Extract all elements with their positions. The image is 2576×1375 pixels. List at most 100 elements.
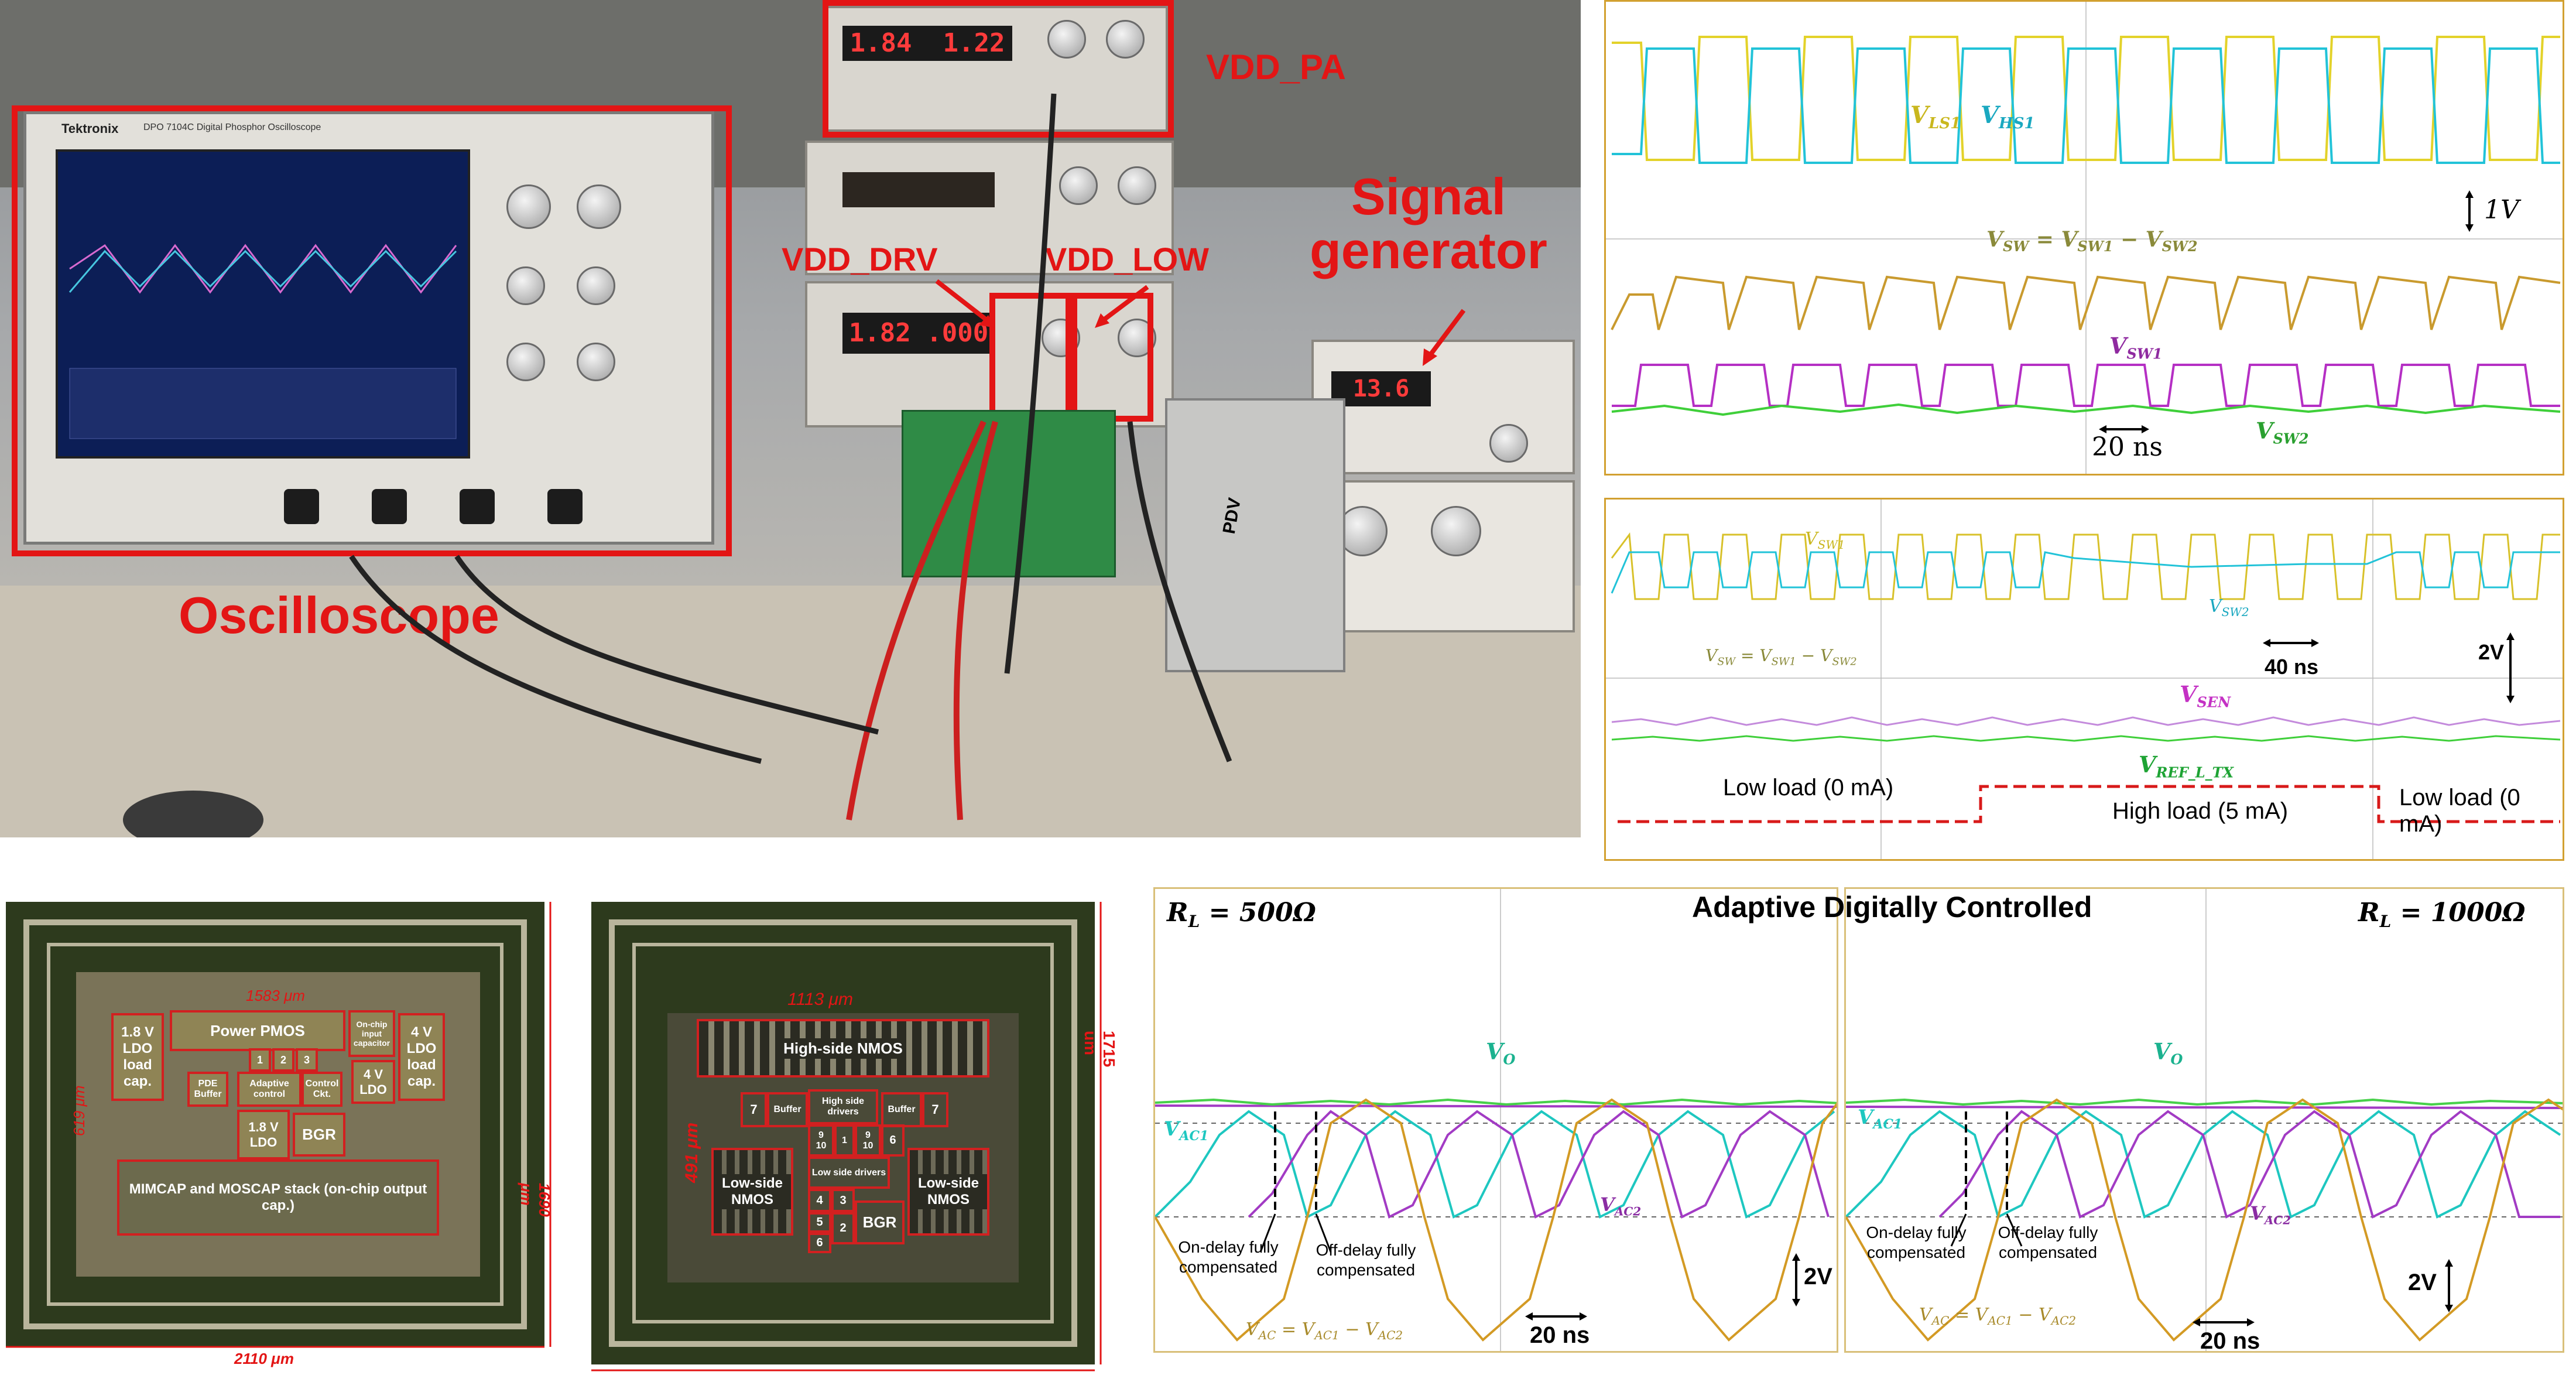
scope-knob[interactable]: [506, 343, 545, 381]
scope-knob[interactable]: [577, 343, 615, 381]
block-ldo-1p8v: 1.8 V LDO: [237, 1110, 290, 1159]
power-supply-pa: 1.84 1.22: [823, 6, 1168, 132]
psu-pa-display-left: 1.84: [849, 28, 912, 58]
block-bgr: BGR: [855, 1200, 905, 1244]
label-v-ac1: VAC1: [1164, 1117, 1209, 1144]
rl-right-label: RL = 1000Ω: [2358, 898, 2526, 931]
scope-knob[interactable]: [577, 266, 615, 305]
scale-voltage-2v: 2V: [2408, 1270, 2437, 1295]
scope-screen-waves: [68, 244, 457, 439]
die1-dim-lines: [6, 902, 551, 1348]
scale-time-20ns: 20 ns: [2200, 1328, 2260, 1353]
block-high-side-drivers: High side drivers: [808, 1089, 878, 1124]
scope-knob[interactable]: [577, 184, 621, 229]
die1-image: 1.8 V LDO load cap. Power PMOS On-chip i…: [6, 902, 544, 1347]
lab-setup-photo: Tektronix DPO 7104C Digital Phosphor Osc…: [0, 0, 1581, 837]
label-v-ref-l-tx: VREF_L_TX: [2139, 751, 2234, 781]
on-delay-annotation: On-delay fully compensated: [1866, 1223, 1967, 1261]
seal-ring-inner: [47, 943, 503, 1306]
block-low-side-nmos-right: Low-side NMOS: [907, 1148, 989, 1236]
label-v-ac-equation: VAC = VAC1 − VAC2: [1919, 1305, 2077, 1328]
low-load-label-right: Low load (0 mA): [2399, 785, 2520, 837]
label-v-sw-equation: VSW = VSW1 − VSW2: [1705, 646, 1857, 668]
label-v-o: VO: [1486, 1038, 1516, 1068]
vdd-pa-label: VDD_PA: [1206, 47, 1346, 87]
probe-connector: [460, 489, 495, 524]
scope-brand: Tektronix: [61, 121, 119, 136]
scope-model: DPO 7104C Digital Phosphor Oscilloscope: [143, 122, 321, 132]
label-v-hs1: VHS1: [1981, 101, 2035, 132]
seal-ring: [609, 919, 1077, 1347]
scale-time-20ns: 20 ns: [1530, 1322, 1590, 1348]
block-control-ckt: Control Ckt.: [302, 1072, 342, 1107]
oscilloscope-label: Oscilloscope: [179, 586, 499, 644]
block-1: 1: [249, 1048, 271, 1072]
waveform3-right-traces: [1846, 889, 2563, 1351]
psu-mid-display: [842, 172, 995, 207]
seal-ring: [23, 919, 527, 1329]
block-buffer-left: Buffer: [767, 1092, 808, 1127]
scale-voltage-2v: 2V: [2478, 640, 2505, 664]
block-onchip-cap: On-chip input capacitor: [348, 1010, 395, 1057]
block-power-pmos: Power PMOS: [170, 1010, 345, 1051]
rl-left-label: RL = 500Ω: [1167, 898, 1316, 931]
scope-knob[interactable]: [506, 266, 545, 305]
off-delay-annotation: Off-delay fully compensated: [1998, 1223, 2098, 1261]
supply-knob[interactable]: [1431, 506, 1481, 556]
probe-connector: [284, 489, 319, 524]
dim-bottom: 2110 μm: [234, 1350, 294, 1367]
waveform3-right-panel: RL = 1000Ω VO VAC1 VAC2 On-delay fully c…: [1844, 887, 2564, 1353]
seal-ring-inner: [632, 943, 1054, 1323]
cables: [123, 93, 1232, 837]
block-3: 3: [296, 1048, 318, 1072]
dim-top: 1583 μm: [246, 987, 305, 1004]
label-v-o: VO: [2153, 1038, 2183, 1068]
block-4: 4: [808, 1189, 831, 1212]
psu-knob[interactable]: [1059, 166, 1098, 205]
psu-knob[interactable]: [1106, 20, 1145, 59]
block-7-right: 7: [922, 1092, 948, 1127]
vdd-low-label: VDD_LOW: [1045, 241, 1209, 278]
psu-knob[interactable]: [1047, 20, 1086, 59]
waveform3-title: Adaptive Digitally Controlled: [1692, 891, 2092, 923]
scale-time-40ns: 40 ns: [2265, 655, 2319, 679]
test-pcb: [902, 410, 1116, 577]
oscilloscope-highlight-box: [12, 105, 732, 556]
label-v-ac2: VAC2: [2250, 1202, 2291, 1227]
label-v-ac-equation: VAC = VAC1 − VAC2: [1246, 1319, 1403, 1342]
vdd-drv-label: VDD_DRV: [782, 241, 938, 278]
die-photo-driver: High-side NMOS 7 Buffer High side driver…: [585, 902, 1130, 1375]
block-ldo-cap-right: 4 V LDO load cap.: [398, 1013, 445, 1101]
low-load-label-left: Low load (0 mA): [1723, 775, 1894, 801]
scale-voltage-1v: 1V: [2484, 195, 2519, 225]
waveform1-traces: [1606, 2, 2563, 474]
psu-drv-display-right: .000: [926, 318, 989, 348]
generator-knob[interactable]: [1489, 424, 1528, 463]
high-load-label: High load (5 mA): [2112, 798, 2289, 824]
vdd-arrows: [935, 279, 1149, 328]
waveform3-left-panel: RL = 500Ω VO VAC1 VAC2 On-delay fully co…: [1153, 887, 1838, 1353]
block-3: 3: [831, 1189, 855, 1212]
scope-knob[interactable]: [506, 184, 551, 229]
label-v-sw2: VSW2: [2256, 418, 2309, 447]
label-v-sen: VSEN: [2180, 681, 2231, 711]
psu-pa-display: 1.84 1.22: [842, 26, 1012, 61]
psu-drv-display: 1.82 .000: [842, 313, 995, 354]
block-1: 1: [834, 1124, 855, 1157]
block-2: 2: [272, 1048, 294, 1072]
psu-pa-display-right: 1.22: [943, 28, 1005, 58]
oscilloscope-body: Tektronix DPO 7104C Digital Phosphor Osc…: [23, 111, 714, 545]
probe-connector: [547, 489, 583, 524]
block-low-side-nmos-left: Low-side NMOS: [711, 1148, 793, 1236]
block-ldo-4v: 4 V LDO: [351, 1060, 395, 1104]
psu-knob[interactable]: [1118, 166, 1156, 205]
probe-connector: [372, 489, 407, 524]
signal-generator-arrow: [1423, 309, 1466, 366]
label-v-ac1: VAC1: [1858, 1106, 1903, 1132]
label-v-sw-equation: VSW = VSW1 − VSW2: [1986, 227, 2198, 255]
signal-generator: 13.6: [1311, 340, 1575, 474]
block-bgr: BGR: [293, 1113, 345, 1157]
block-6-right: 6: [881, 1124, 905, 1157]
generator-display: 13.6: [1331, 371, 1431, 406]
